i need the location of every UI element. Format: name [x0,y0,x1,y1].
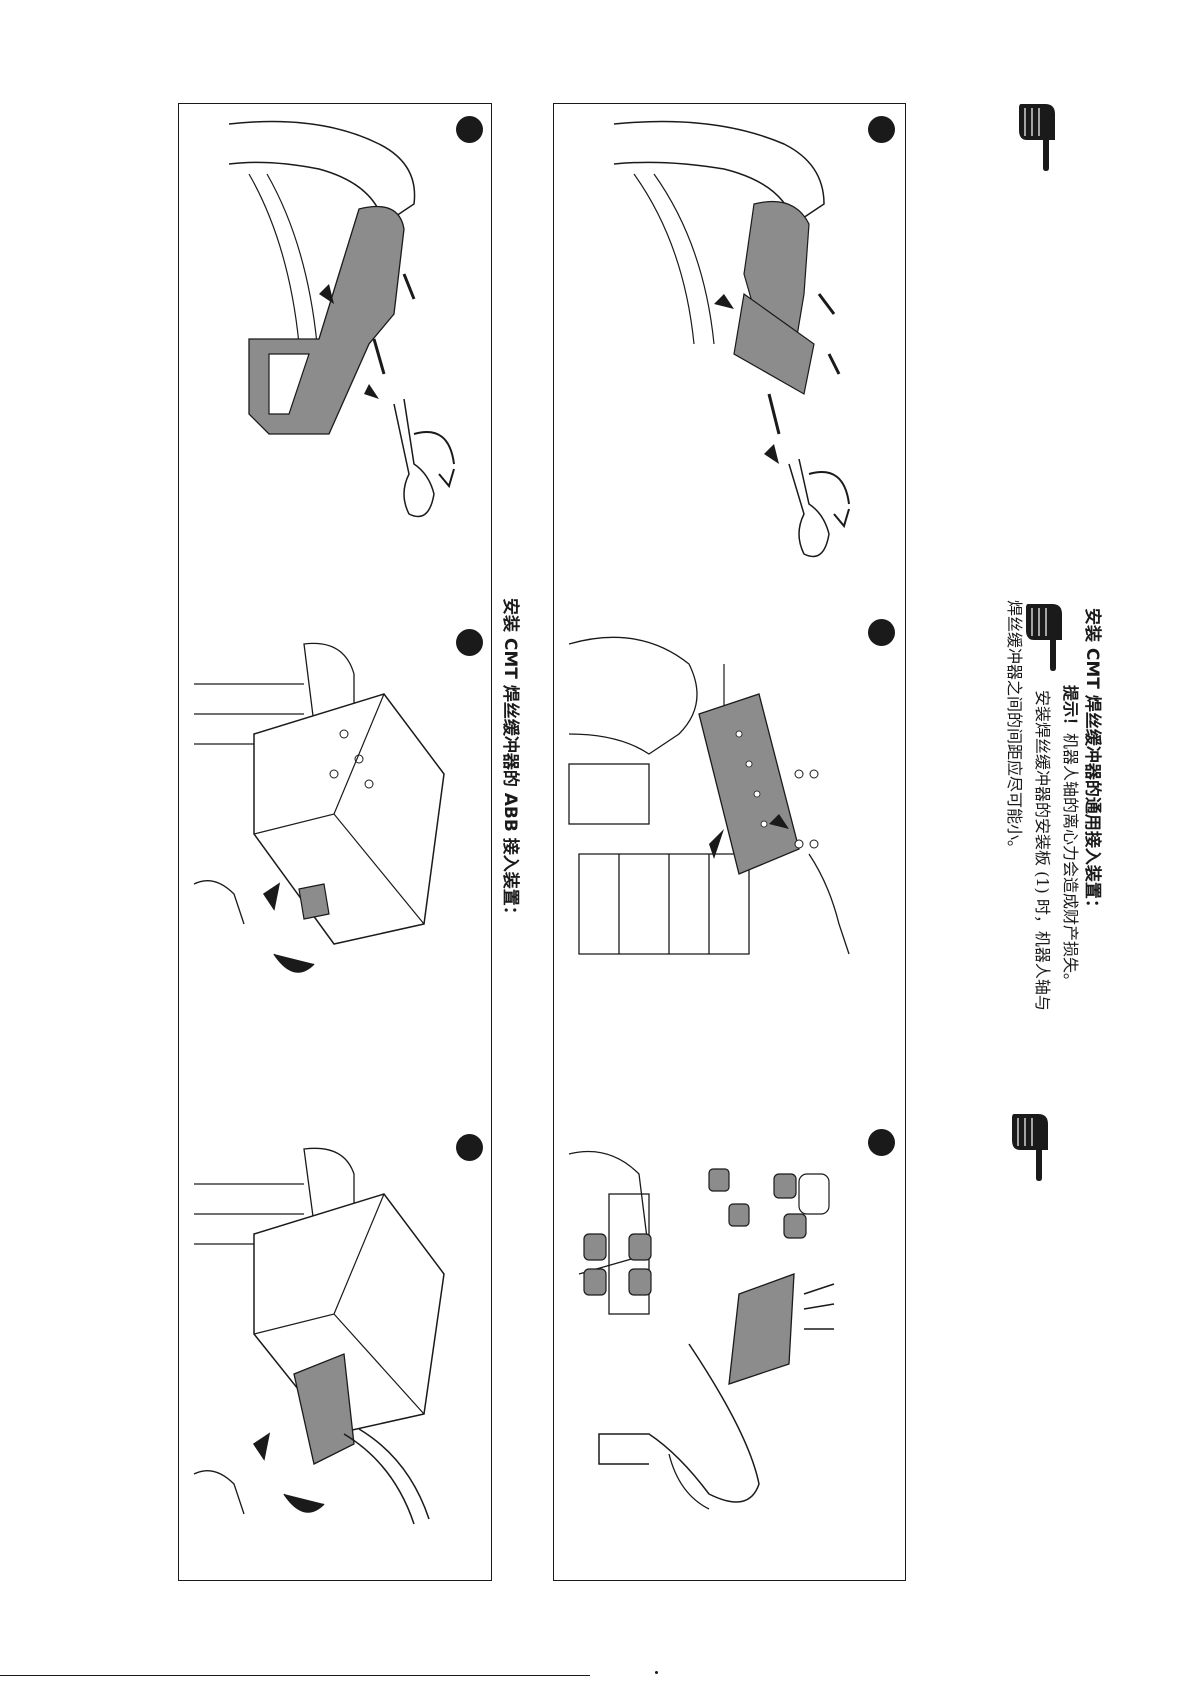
note-line-3: 焊丝缓冲器之间的间距应尽可能小。 [1006,600,1022,856]
note-label: 提示！ [1061,685,1080,733]
note-block: 提示！机器人轴的离心力会造成财产损失。 [1062,685,1078,989]
abb-mount-panel [178,103,492,1581]
pointing-hand-icon [1015,100,1065,172]
note-line-1: 机器人轴的离心力会造成财产损失。 [1061,733,1080,989]
abb-step-1-illustration [209,114,479,574]
step-1-illustration [594,114,884,584]
pointing-hand-icon [1008,1110,1058,1182]
step-2-illustration [559,624,889,1054]
abb-mount-heading: 安装 CMT 焊丝缓冲器的 ABB 接入装置： [500,598,525,923]
pointing-hand-icon [1022,600,1072,672]
abb-step-2-illustration [184,634,474,1054]
footer-mark [655,1671,658,1674]
note-line-2: 安装焊丝缓冲器的安装板 (1) 时，机器人轴与 [1034,690,1050,1011]
generic-mount-heading: 安装 CMT 焊丝缓冲器的通用接入装置： [1082,608,1107,916]
abb-step-3-illustration [184,1144,474,1564]
footer-rule [0,1675,590,1676]
step-3-illustration [559,1134,889,1564]
generic-mount-panel [553,103,906,1581]
